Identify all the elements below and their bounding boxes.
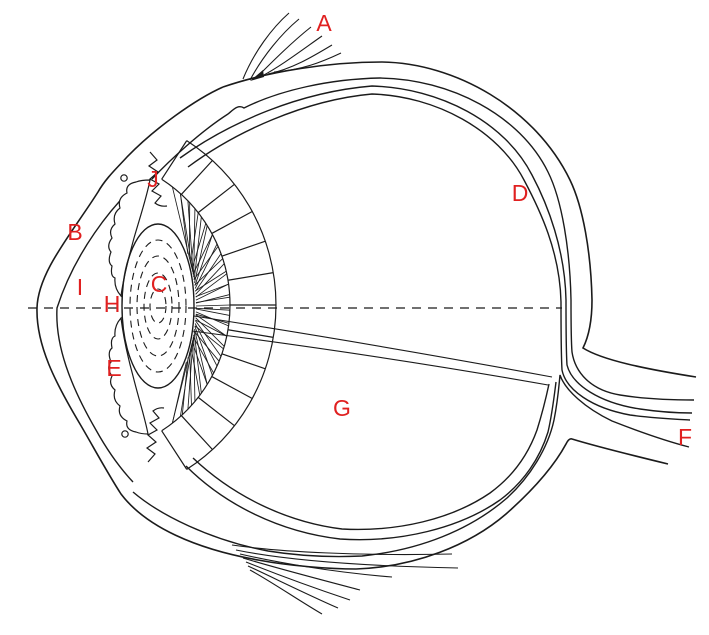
label-J: J [147, 166, 159, 192]
ciliary-fan-divider [197, 183, 235, 214]
zonule-fiber [179, 193, 194, 272]
superior-muscle-fibers [242, 12, 342, 81]
zonule-fiber [190, 212, 199, 264]
retina-line [187, 93, 691, 421]
sclera-outer-outline [36, 61, 697, 570]
zonule-fiber [192, 336, 215, 374]
zonule-fiber [179, 340, 194, 417]
zonule-fiber [179, 193, 189, 254]
ciliary-fan-divider [180, 415, 213, 450]
zonule-fiber [193, 331, 202, 394]
lens-contour-ring [149, 288, 167, 324]
zonule-fiber [194, 323, 218, 367]
ciliary-attachment [120, 151, 168, 463]
ciliary-fan-divider [221, 353, 266, 370]
zonule-fiber [194, 234, 213, 286]
zonule-fiber [195, 319, 227, 337]
zonule-fiber [171, 186, 193, 270]
zonule-fiber [195, 308, 230, 316]
ciliary-fan-divider [180, 160, 213, 195]
ciliary-fan-divider [161, 430, 188, 470]
label-E: E [106, 355, 121, 381]
cornea-outline [36, 86, 669, 570]
zonule-fiber [194, 326, 213, 376]
zonule-fiber [195, 304, 231, 307]
zonule-fiber [195, 283, 229, 301]
zonule-fiber [181, 357, 189, 415]
zonule-fiber [194, 325, 224, 350]
choroid-line [179, 85, 693, 414]
cornea-inner-line [56, 182, 139, 483]
labels: A B C D E F G HI J [67, 10, 692, 450]
zonule-fiber [190, 347, 201, 396]
zonule-fiber [194, 329, 208, 385]
iris-lower-leaflet [108, 316, 149, 435]
zonule-fiber [194, 258, 223, 286]
ciliary-fan-divider [211, 210, 253, 234]
label-A: A [316, 10, 332, 36]
iris [108, 179, 151, 435]
schlemm-canal-lower [121, 430, 129, 438]
zonule-fiber [195, 283, 229, 298]
label-H: H [104, 291, 121, 317]
iris-upper-leaflet [108, 179, 151, 298]
hyaloid-canal [191, 315, 553, 386]
zonule-fiber [187, 200, 194, 275]
label-I: I [77, 274, 83, 300]
label-F: F [678, 424, 692, 450]
zonule-fiber [195, 273, 227, 298]
ciliary-fan-divider [221, 240, 266, 257]
zonule-fiber [191, 223, 207, 269]
zonule-fiber [194, 225, 208, 283]
label-C: C [151, 271, 168, 297]
zonule-fiber [189, 352, 192, 406]
lens [121, 223, 195, 389]
zonule-fiber [195, 314, 227, 337]
zonule-fiber [192, 234, 213, 275]
lens-contour-ring [129, 239, 187, 373]
insertion-arrowhead [250, 70, 264, 81]
lens-contour-ring [143, 272, 173, 340]
zonule-fibers [171, 186, 231, 424]
lens-contour-rings [129, 239, 187, 373]
zonule-fiber [193, 331, 220, 362]
zonule-fiber [195, 263, 225, 295]
zonule-fiber [195, 270, 227, 292]
ciliary-fan-divider [161, 140, 188, 180]
schlemm-canal-upper [120, 174, 128, 182]
ciliary-fan-divider [211, 376, 253, 400]
ciliary-muscle-fan [161, 140, 277, 470]
zonule-fiber [171, 361, 187, 424]
zonule-fiber [191, 342, 208, 385]
label-G: G [333, 395, 351, 421]
zonule-fiber [195, 320, 222, 357]
zonule-fiber [193, 208, 196, 278]
zonule-fiber [193, 246, 219, 280]
label-D: D [512, 180, 529, 206]
zonule-fiber [195, 296, 230, 303]
zonule-fiber [195, 307, 230, 311]
label-B: B [67, 219, 82, 245]
ciliary-fan-divider [197, 396, 235, 427]
inner-coats [56, 77, 695, 558]
inferior-muscle-fibers [231, 544, 459, 615]
lens-contour-ring [136, 255, 180, 357]
ciliary-fan-divider [227, 272, 274, 281]
ciliary-fan-divider [227, 329, 274, 338]
